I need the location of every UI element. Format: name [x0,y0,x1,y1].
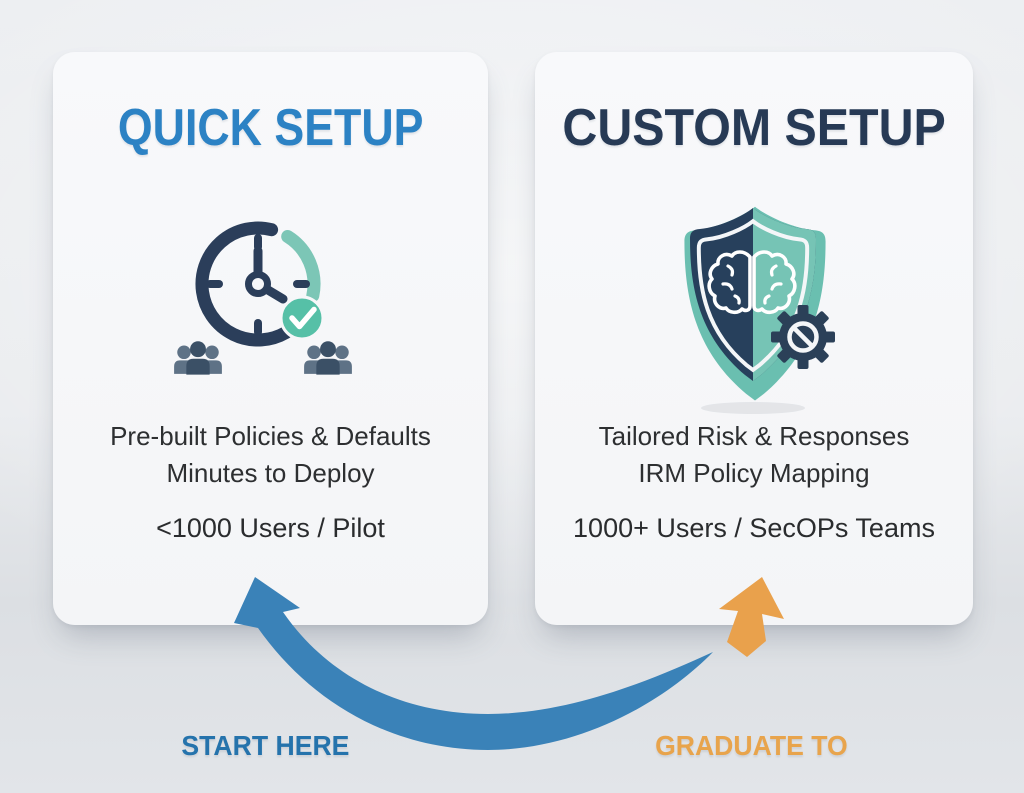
graduate-to-label: GRADUATE TO [654,730,848,761]
feature-line: Tailored Risk & Responses [598,421,910,451]
quick-setup-title: QUICK SETUP [53,98,488,158]
quick-setup-card: QUICK SETUP Pre-built Policies & Default… [53,52,488,625]
feature-line: Pre-built Policies & Defaults [110,421,431,451]
custom-setup-title: CUSTOM SETUP [535,98,973,158]
feature-line: Minutes to Deploy [166,458,375,488]
custom-setup-card: CUSTOM SETUP Tailored Risk & Responses I… [535,52,973,625]
quick-setup-audience: <1000 Users / Pilot [156,513,385,543]
quick-setup-features: Pre-built Policies & Defaults Minutes to… [53,418,488,492]
start-here-label: START HERE [180,730,349,761]
custom-setup-title-text: CUSTOM SETUP [562,99,946,157]
custom-setup-audience: 1000+ Users / SecOPs Teams [573,513,935,543]
feature-line: IRM Policy Mapping [638,458,870,488]
custom-setup-features: Tailored Risk & Responses IRM Policy Map… [535,418,973,492]
quick-setup-title-text: QUICK SETUP [117,99,424,157]
